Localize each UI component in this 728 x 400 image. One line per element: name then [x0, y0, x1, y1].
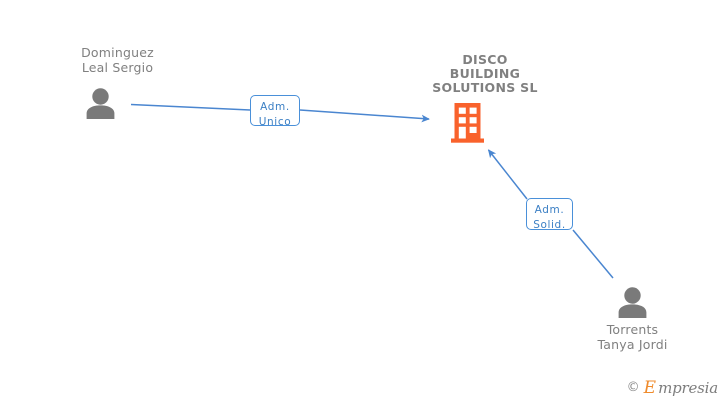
- empresia-watermark: © E mpresia: [626, 378, 720, 398]
- edge-arrow-label-to-company-2: [487, 149, 528, 200]
- company-name-label: DISCO BUILDING SOLUTIONS SL: [432, 52, 538, 95]
- copyright-icon: ©: [626, 380, 640, 395]
- relation-label-adm-unico[interactable]: Adm. Unico: [250, 95, 300, 128]
- building-icon: [451, 103, 484, 143]
- edge-line-person2-to-label: [572, 229, 614, 279]
- person-label-torrents-tanya-jordi: Torrents Tanya Jordi: [597, 322, 668, 352]
- person-icon: [618, 287, 647, 318]
- brand-name: mpresia: [658, 379, 718, 397]
- relation-label-adm-solid[interactable]: Adm. Solid.: [526, 198, 573, 231]
- person-label-dominguez-leal-sergio: Dominguez Leal Sergio: [81, 45, 154, 75]
- brand-initial: E: [643, 378, 657, 398]
- edge-arrow-label-to-company-1: [299, 109, 430, 123]
- edge-line-person1-to-label: [130, 103, 251, 111]
- person-icon: [86, 88, 115, 119]
